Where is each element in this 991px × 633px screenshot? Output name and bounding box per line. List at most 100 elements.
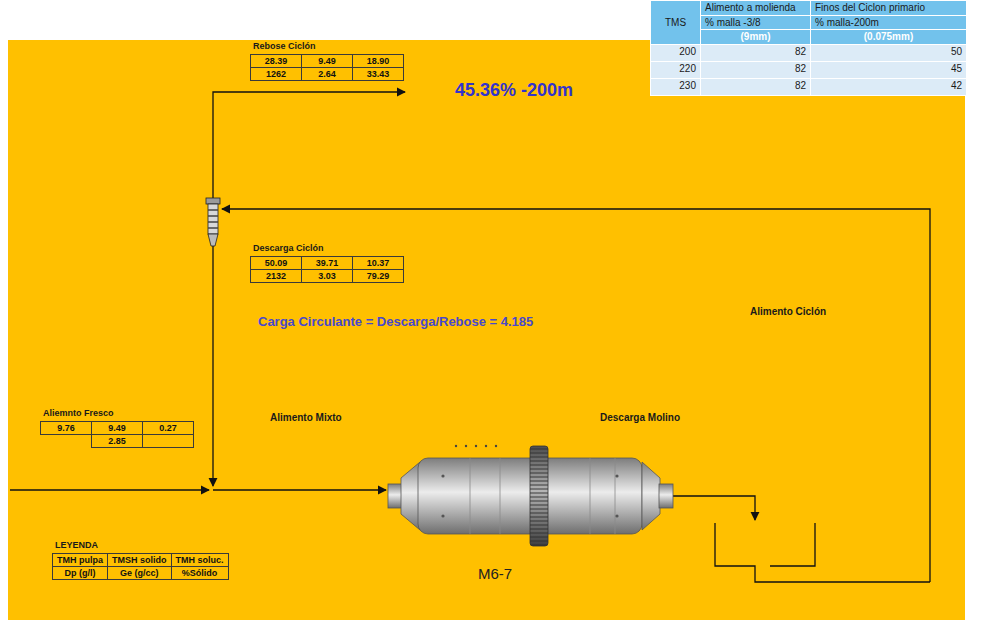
data-table: 28.39 9.49 18.90 1262 2.64 33.43 xyxy=(250,54,404,81)
cell-value: 9.49 xyxy=(318,56,336,66)
cell-value: 1262 xyxy=(266,69,286,79)
table-cell: 42 xyxy=(811,78,967,95)
table-heading: Descarga Ciclón xyxy=(253,243,324,253)
sump-outline xyxy=(770,523,815,566)
background-panel xyxy=(8,40,965,620)
cell-value: % malla -3/8 xyxy=(705,17,761,28)
cell-value: 28.39 xyxy=(265,56,288,66)
table-cell: 1262 xyxy=(251,68,302,81)
table-cell: 9.49 xyxy=(302,55,353,68)
cell-value: 3.03 xyxy=(318,271,336,281)
stream-table: Rebose Ciclón28.399.4918.9012622.6433.43 xyxy=(250,54,404,81)
table-cell: Alimento a molienda xyxy=(701,1,811,16)
cell-value: 82 xyxy=(795,80,806,91)
cell-value: 50.09 xyxy=(265,258,288,268)
table-cell: 28.39 xyxy=(251,55,302,68)
cell-value: TMH soluc. xyxy=(176,555,224,565)
flow-label: Carga Circulante = Descarga/Rebose = 4.1… xyxy=(258,314,533,329)
table-cell: Ge (g/cc) xyxy=(108,567,172,580)
data-table: 9.76 9.49 0.272.85 xyxy=(40,421,194,448)
cell-value: 42 xyxy=(951,80,962,91)
table-cell: (9mm) xyxy=(701,30,811,45)
table-row: Dp (g/l) Ge (g/cc) %Sólido xyxy=(53,567,229,580)
table-cell xyxy=(41,435,92,448)
table-cell: TMH pulpa xyxy=(53,554,108,567)
table-cell: 45 xyxy=(811,61,967,78)
cyclone-feed-line xyxy=(222,209,930,582)
table-cell: TMS xyxy=(651,1,701,45)
table-cell: 3.03 xyxy=(302,270,353,283)
cell-value: 79.29 xyxy=(367,271,390,281)
table-cell: 50.09 xyxy=(251,257,302,270)
table-row: 2.85 xyxy=(41,435,194,448)
cell-value: TMS xyxy=(665,17,686,28)
cell-value: 18.90 xyxy=(367,56,390,66)
table-cell: 220 xyxy=(651,61,701,78)
table-cell: %Sólido xyxy=(171,567,228,580)
table-cell: 79.29 xyxy=(353,270,404,283)
table-cell: 9.76 xyxy=(41,422,92,435)
table-cell: 230 xyxy=(651,78,701,95)
cell-value: (9mm) xyxy=(740,31,770,42)
stream-table: Aliemnto Fresco9.769.490.272.85 xyxy=(40,421,194,448)
cell-value: Ge (g/cc) xyxy=(120,568,159,578)
table-cell: TMSH solido xyxy=(108,554,172,567)
grinding-table: TMS Alimento a molienda Finos del Ciclon p… xyxy=(650,0,967,96)
table-cell: 18.90 xyxy=(353,55,404,68)
table-cell: Dp (g/l) xyxy=(53,567,108,580)
underflow-line xyxy=(212,246,213,486)
cell-value: TMSH solido xyxy=(112,555,167,565)
stream-table: Descarga Ciclón50.0939.7110.3721323.0379… xyxy=(250,256,404,283)
table-cell: 39.71 xyxy=(302,257,353,270)
table-cell: 50 xyxy=(811,44,967,61)
table-row: 230 82 42 xyxy=(651,78,967,95)
cell-value: Alimento a molienda xyxy=(705,2,796,13)
flow-label: Alimento Ciclón xyxy=(750,306,826,317)
table-row: 28.39 9.49 18.90 xyxy=(251,55,404,68)
cell-value: 39.71 xyxy=(316,258,339,268)
table-cell: 200 xyxy=(651,44,701,61)
data-table: TMS Alimento a molienda Finos del Ciclon p… xyxy=(650,0,967,96)
table-cell: 82 xyxy=(701,78,811,95)
table-row: 9.76 9.49 0.27 xyxy=(41,422,194,435)
cell-value: Finos del Ciclon primario xyxy=(815,2,925,13)
flow-label: Descarga Molino xyxy=(600,412,680,423)
table-row: 50.09 39.71 10.37 xyxy=(251,257,404,270)
cell-value: 2132 xyxy=(266,271,286,281)
cell-value: 50 xyxy=(951,46,962,57)
data-table: 50.09 39.71 10.37 2132 3.03 79.29 xyxy=(250,256,404,283)
cell-value: % malla-200m xyxy=(815,17,879,28)
table-cell: 9.49 xyxy=(92,422,143,435)
cell-value: 9.76 xyxy=(57,423,75,433)
legend-table: LEYENDATMH pulpaTMSH solidoTMH soluc.Dp … xyxy=(52,553,229,580)
cell-value: Dp (g/l) xyxy=(65,568,96,578)
table-row: 2008250 xyxy=(651,44,967,61)
table-cell: TMH soluc. xyxy=(171,554,228,567)
cell-value: (0.075mm) xyxy=(864,31,913,42)
table-heading: Rebose Ciclón xyxy=(253,41,316,51)
table-row: 220 82 45 xyxy=(651,61,967,78)
hydrocyclone xyxy=(206,198,220,246)
mill-discharge-line xyxy=(672,496,755,520)
flow-label: Alimento Mixto xyxy=(270,412,342,423)
cell-value: 9.49 xyxy=(108,423,126,433)
table-cell: 33.43 xyxy=(353,68,404,81)
cell-value: 33.43 xyxy=(367,69,390,79)
flow-label: M6-7 xyxy=(478,565,512,582)
table-cell: 0.27 xyxy=(143,422,194,435)
table-cell: (0.075mm) xyxy=(811,30,967,45)
cell-value: 220 xyxy=(679,63,696,74)
cell-value: 10.37 xyxy=(367,258,390,268)
sump-outline xyxy=(715,523,930,582)
table-cell: 82 xyxy=(701,61,811,78)
table-row: TMSAlimento a moliendaFinos del Ciclon p… xyxy=(651,1,967,16)
cell-value: 82 xyxy=(795,63,806,74)
table-cell xyxy=(143,435,194,448)
table-row: 1262 2.64 33.43 xyxy=(251,68,404,81)
flow-label: 45.36% -200m xyxy=(455,80,573,101)
cell-value: 230 xyxy=(679,80,696,91)
cell-value: 2.64 xyxy=(318,69,336,79)
mixed-feed-line xyxy=(213,489,386,490)
data-table: TMH pulpa TMSH solido TMH soluc. Dp (g/l) Ge… xyxy=(52,553,229,580)
table-cell: 2132 xyxy=(251,270,302,283)
